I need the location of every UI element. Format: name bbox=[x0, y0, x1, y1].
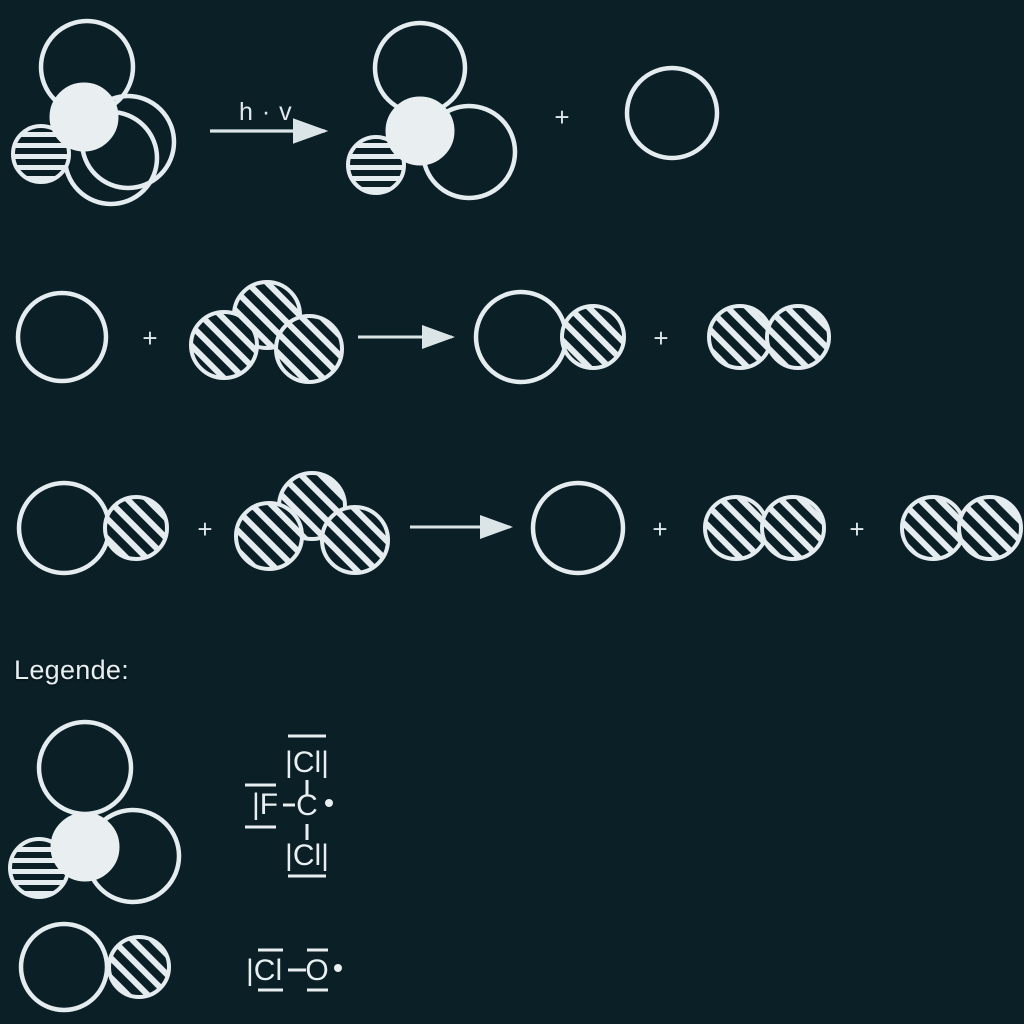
plus-sign: + bbox=[142, 323, 157, 353]
atom-oxygen-right bbox=[320, 505, 390, 575]
molecule-cfcl2-product bbox=[346, 20, 518, 201]
molecule-dioxygen-product-2 bbox=[900, 495, 1023, 561]
atom-oxygen-right bbox=[760, 495, 826, 561]
atom-oxygen bbox=[560, 304, 626, 370]
radical-dot-icon bbox=[325, 799, 333, 807]
molecule-chlorine-monoxide-reactant bbox=[16, 480, 169, 576]
molecule-chlorine-radical-product bbox=[530, 480, 626, 576]
atom-fluorine bbox=[11, 124, 71, 184]
atom-oxygen-left bbox=[703, 495, 769, 561]
molecule-cfcl3-reactant bbox=[11, 18, 177, 207]
lewis-atom-chlorine-bottom: |Cl| bbox=[285, 839, 329, 872]
arrow-label-hv: h · v bbox=[239, 98, 293, 126]
lewis-atom-carbon: C bbox=[296, 789, 318, 822]
reaction-row-3: + + + bbox=[16, 471, 1023, 576]
reaction-arrow-1: h · v bbox=[210, 98, 329, 144]
reaction-row-1: h · v + bbox=[11, 18, 720, 207]
atom-chlorine bbox=[15, 290, 109, 384]
atom-oxygen-left bbox=[707, 304, 773, 370]
legend-lewis-clo: |Cl O bbox=[246, 948, 342, 992]
radical-dot-icon bbox=[334, 964, 342, 972]
lewis-atom-oxygen: O bbox=[305, 954, 328, 987]
molecule-chlorine-radical-reactant bbox=[15, 290, 109, 384]
molecule-ozone-reactant bbox=[189, 280, 344, 384]
atom-oxygen-right bbox=[765, 304, 831, 370]
atom-chlorine bbox=[16, 480, 112, 576]
molecule-ozone-reactant bbox=[234, 471, 390, 575]
atom-carbon bbox=[49, 82, 119, 152]
atom-oxygen bbox=[107, 935, 171, 999]
atom-oxygen-right bbox=[957, 495, 1023, 561]
atom-chlorine bbox=[624, 65, 720, 161]
molecule-chlorine-monoxide-product bbox=[473, 289, 626, 385]
atom-oxygen-left bbox=[234, 501, 304, 571]
legend-entry-cfcl2: |Cl| |F C |Cl| bbox=[8, 719, 333, 905]
plus-sign: + bbox=[849, 514, 864, 544]
molecule-dioxygen-product bbox=[707, 304, 831, 370]
plus-sign: + bbox=[554, 102, 569, 132]
atom-fluorine bbox=[346, 135, 406, 195]
lewis-atom-chlorine: |Cl bbox=[246, 954, 282, 987]
molecule-chlorine-radical-product bbox=[624, 65, 720, 161]
legend-model-cfcl2 bbox=[8, 719, 182, 905]
atom-oxygen-left bbox=[900, 495, 966, 561]
legend-heading: Legende: bbox=[14, 655, 130, 685]
atom-carbon bbox=[385, 96, 455, 166]
legend-entry-clo: |Cl O bbox=[18, 921, 342, 1013]
atom-chlorine bbox=[473, 289, 569, 385]
plus-sign: + bbox=[197, 514, 212, 544]
reaction-row-2: + + bbox=[15, 280, 831, 385]
atom-oxygen-left bbox=[189, 310, 259, 380]
atom-chlorine-top bbox=[36, 719, 134, 817]
legend-model-clo bbox=[18, 921, 171, 1013]
atom-oxygen-right bbox=[274, 314, 344, 384]
atom-oxygen bbox=[103, 495, 169, 561]
atom-chlorine bbox=[530, 480, 626, 576]
legend-lewis-cfcl2: |Cl| |F C |Cl| bbox=[245, 734, 333, 878]
atom-carbon bbox=[50, 812, 120, 882]
lewis-atom-chlorine-top: |Cl| bbox=[285, 746, 329, 779]
plus-sign: + bbox=[653, 323, 668, 353]
molecule-dioxygen-product-1 bbox=[703, 495, 826, 561]
plus-sign: + bbox=[652, 514, 667, 544]
atom-chlorine bbox=[18, 921, 110, 1013]
lewis-atom-fluorine: |F bbox=[252, 788, 278, 821]
